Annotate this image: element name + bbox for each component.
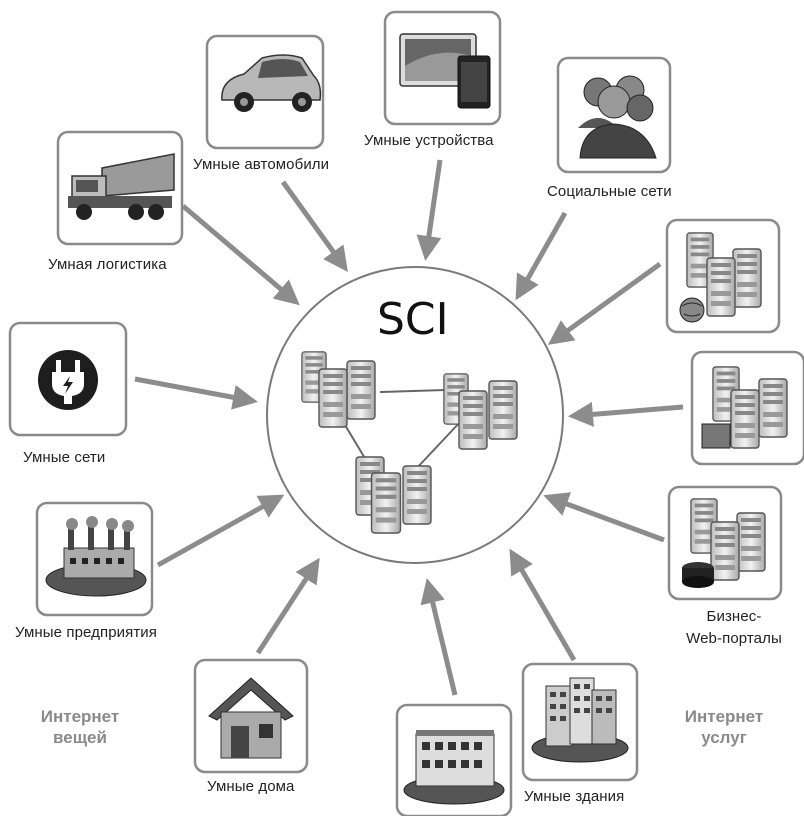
group-iot-line1: Интернет xyxy=(40,707,120,726)
web-server-icon xyxy=(679,232,762,323)
label-business-portals-line2: Web-порталы xyxy=(686,630,782,647)
group-ios-line1: Интернет xyxy=(684,707,764,726)
document-server-icon xyxy=(701,366,788,449)
power-plug-icon xyxy=(38,350,98,410)
center-title: SCI xyxy=(377,294,449,345)
group-internet-of-things: Интернет вещей xyxy=(30,706,130,748)
group-iot-line2: вещей xyxy=(53,728,107,747)
label-smart-buildings: Умные здания xyxy=(524,788,625,805)
label-smart-grids: Умные сети xyxy=(23,449,106,466)
arrows xyxy=(134,159,684,696)
database-server-icon xyxy=(682,498,766,588)
office-icon xyxy=(403,730,505,805)
car-icon xyxy=(221,54,322,112)
arrow-logistics xyxy=(181,204,300,306)
label-smart-homes: Умные дома xyxy=(207,778,295,795)
label-social-networks: Социальные сети xyxy=(547,183,672,200)
factory-icon xyxy=(45,516,147,597)
smart-devices-icon xyxy=(399,33,491,109)
house-icon xyxy=(208,677,294,759)
people-icon xyxy=(578,75,657,159)
label-smart-enterprises: Умные предприятия xyxy=(15,624,158,641)
truck-icon xyxy=(68,153,175,220)
label-smart-cars: Умные автомобили xyxy=(193,156,330,173)
label-business-portals-line1: Бизнес- xyxy=(706,608,762,625)
label-business-portals: Бизнес- Web-порталы xyxy=(684,606,784,650)
sci-circle xyxy=(266,266,564,564)
label-smart-logistics: Умная логистика xyxy=(48,256,167,273)
group-ios-line2: услуг xyxy=(701,728,747,747)
group-internet-of-services: Интернет услуг xyxy=(674,706,774,748)
label-smart-devices: Умные устройства xyxy=(364,132,494,149)
building-icon xyxy=(531,677,629,763)
